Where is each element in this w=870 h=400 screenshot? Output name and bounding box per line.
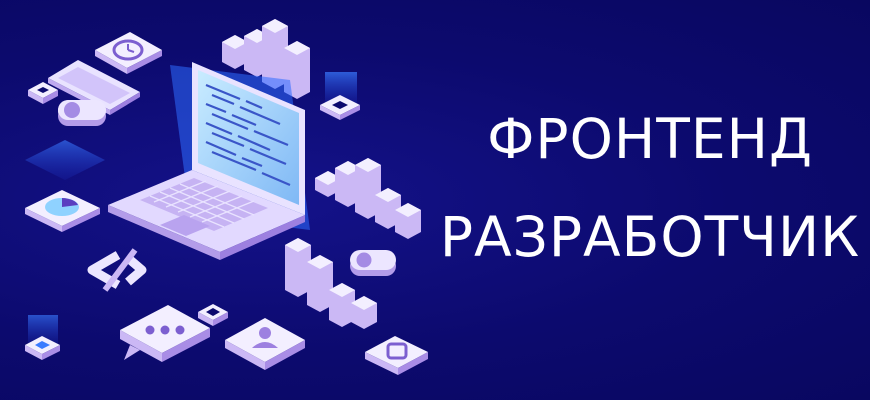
user-card-icon xyxy=(225,318,305,370)
cube-icon-small xyxy=(198,304,228,326)
cube-icon xyxy=(28,82,58,104)
title-line-2: РАЗРАБОТЧИК xyxy=(439,205,861,269)
cube-icon-glow xyxy=(25,315,60,360)
isometric-illustration xyxy=(25,19,428,375)
toggle-icon xyxy=(58,100,106,126)
cube-icon-glow-top xyxy=(320,72,360,120)
headline: ФРОНТЕНД РАЗРАБОТЧИК xyxy=(430,0,870,400)
phone-icon xyxy=(48,60,140,115)
file-icon xyxy=(365,336,428,375)
chat-bubble-icon xyxy=(120,305,210,362)
title-line-1: ФРОНТЕНД xyxy=(487,107,813,171)
bar-chart-icon-right xyxy=(315,158,421,239)
code-brackets-icon xyxy=(87,248,147,292)
laptop-icon xyxy=(108,62,310,260)
bar-chart-icon-bottom xyxy=(285,238,377,329)
keyboard xyxy=(149,180,255,228)
toggle-icon-right xyxy=(350,250,396,276)
clock-icon xyxy=(95,32,162,74)
pie-chart-icon xyxy=(25,140,105,232)
code-lines xyxy=(205,83,291,187)
